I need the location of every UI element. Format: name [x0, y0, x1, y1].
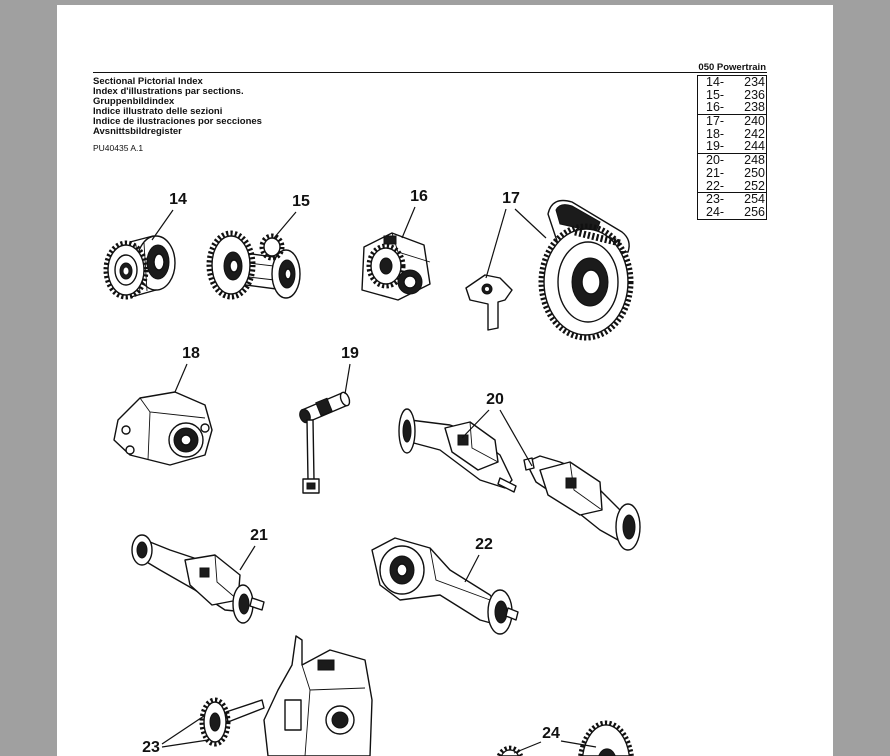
figure-17-leader — [485, 208, 507, 279]
index-page: 256 — [744, 205, 765, 219]
index-row: 19- 244 — [698, 140, 766, 153]
index-page: 254 — [744, 193, 765, 206]
index-page: 244 — [744, 140, 765, 154]
figure-14-drawing — [103, 235, 176, 300]
title-line-english: Sectional Pictorial Index — [93, 76, 203, 87]
index-row: 22- 252 — [698, 180, 766, 193]
index-row: 15- 236 — [698, 89, 766, 102]
index-row: 21- 250 — [698, 167, 766, 180]
figure-15-label: 15 — [292, 193, 310, 210]
index-row: 23- 254 — [698, 193, 766, 206]
index-group: 14- 234 15- 236 16- 238 — [697, 75, 767, 116]
title-line-italian: Indice illustrato delle sezioni — [93, 106, 223, 117]
index-page: 234 — [744, 76, 765, 89]
title-line-swedish: Avsnittsbildregister — [93, 126, 182, 137]
figure-21-leader — [239, 545, 256, 571]
index-section: 15- — [706, 88, 725, 102]
index-page: 252 — [744, 179, 765, 193]
figure-20-axle-left-drawing — [398, 408, 517, 493]
index-page: 250 — [744, 166, 765, 180]
figure-18-leader — [174, 363, 188, 393]
figure-15-leader — [273, 211, 297, 239]
title-block: Sectional Pictorial Index Index d'illust… — [93, 77, 262, 137]
figure-22-drawing — [371, 537, 519, 635]
figure-21-drawing — [131, 534, 265, 624]
index-section: 18- — [706, 127, 725, 141]
index-row: 17- 240 — [698, 115, 766, 128]
figure-18-label: 18 — [182, 345, 200, 362]
index-section: 17- — [706, 115, 725, 128]
index-section: 24- — [706, 205, 725, 219]
figure-23-label: 23 — [142, 739, 160, 756]
figure-20-leader — [461, 409, 490, 439]
figure-22-leader — [464, 554, 480, 583]
header-rule — [93, 72, 767, 73]
section-header: 050 Powertrain — [698, 62, 766, 73]
index-section: 19- — [706, 140, 725, 154]
figure-17-gear-drawing — [538, 199, 634, 341]
figure-16-label: 16 — [410, 188, 428, 205]
figure-18-drawing — [113, 391, 213, 466]
figure-20-leader — [499, 409, 533, 467]
title-line-german: Gruppenbildindex — [93, 96, 175, 107]
document-page: 050 Powertrain Sectional Pictorial Index… — [57, 5, 833, 756]
figure-19-label: 19 — [341, 345, 359, 362]
figure-23-leader — [161, 739, 209, 748]
index-group: 23- 254 24- 256 — [697, 193, 767, 220]
pictorial-index-illustrations: 14 15 16 — [103, 188, 641, 756]
title-line-french: Index d'illustrations par sections. — [93, 86, 244, 97]
index-page: 242 — [744, 127, 765, 141]
figure-15-drawing — [206, 230, 301, 300]
figure-23-leader — [161, 715, 205, 745]
index-section: 16- — [706, 101, 725, 115]
index-page: 240 — [744, 115, 765, 128]
index-row: 24- 256 — [698, 206, 766, 219]
index-row: 20- 248 — [698, 154, 766, 167]
index-section: 14- — [706, 76, 725, 89]
index-section: 22- — [706, 179, 725, 193]
index-row: 18- 242 — [698, 128, 766, 141]
document-code: PU40435 A.1 — [93, 143, 144, 153]
figure-16-drawing — [361, 232, 431, 301]
figure-17-leader — [514, 208, 547, 239]
index-section: 20- — [706, 154, 725, 167]
figure-19-drawing — [299, 391, 351, 494]
index-page: 238 — [744, 101, 765, 115]
index-row: 14- 234 — [698, 76, 766, 89]
figure-22-label: 22 — [475, 536, 493, 553]
index-section: 23- — [706, 193, 725, 206]
figure-24-leader — [560, 740, 597, 748]
figure-24-label: 24 — [542, 725, 560, 742]
figure-14-label: 14 — [169, 191, 187, 208]
figure-23-drawing — [199, 635, 373, 756]
index-group: 20- 248 21- 250 22- 252 — [697, 154, 767, 194]
index-group: 17- 240 18- 242 19- 244 — [697, 115, 767, 155]
index-page: 236 — [744, 88, 765, 102]
figure-16-leader — [401, 206, 416, 239]
figure-14-leader — [151, 209, 174, 241]
title-line-spanish: Indice de ilustraciones por secciones — [93, 116, 262, 127]
index-row: 16- 238 — [698, 101, 766, 114]
figure-17-label: 17 — [502, 190, 520, 207]
figure-19-leader — [344, 363, 351, 395]
index-section: 21- — [706, 166, 725, 180]
figure-17-bracket-drawing — [465, 274, 513, 331]
index-page: 248 — [744, 154, 765, 167]
figure-21-label: 21 — [250, 527, 268, 544]
figure-24-leader — [513, 741, 542, 754]
figure-20-label: 20 — [486, 391, 504, 408]
figure-20-axle-right-drawing — [523, 455, 641, 551]
section-index-table: 14- 234 15- 236 16- 238 17- 240 18- 242 — [697, 75, 767, 220]
